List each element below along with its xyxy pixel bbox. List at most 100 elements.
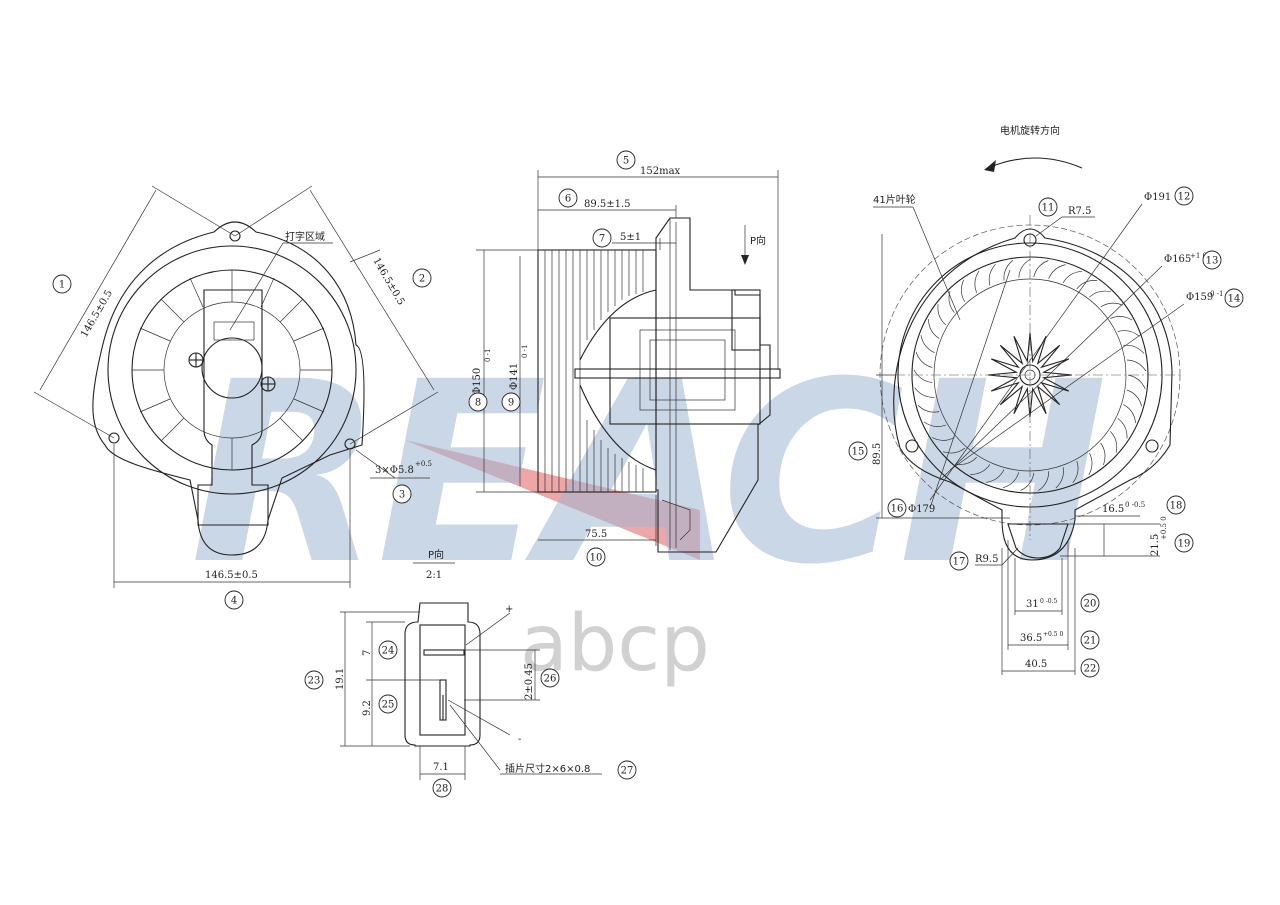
impeller-blade xyxy=(1002,472,1020,489)
balloon-25: 25 xyxy=(378,694,398,714)
rear-dim21: 21.5 xyxy=(1150,534,1161,556)
front-hole-left xyxy=(108,432,120,444)
rear-rotation-label: 电机旋转方向 xyxy=(1000,124,1060,137)
balloon-11: 11 xyxy=(1038,197,1058,217)
side-dim-150-text: Φ150 xyxy=(472,368,483,395)
watermark: REACH abcp xyxy=(190,328,1109,689)
impeller-blade xyxy=(1076,280,1098,290)
side-p-arrow-icon xyxy=(741,255,749,265)
front-hole-right xyxy=(344,438,356,450)
connector-w71: 7.1 xyxy=(433,762,449,773)
balloon-12: 12 xyxy=(1174,186,1194,206)
balloon-label: 16 xyxy=(891,504,904,515)
rear-hole-right xyxy=(1145,439,1159,453)
impeller-blade xyxy=(937,304,947,326)
rear-w365: 36.5 xyxy=(1020,633,1042,644)
front-hole-spec: 3×Φ5.8 xyxy=(375,465,414,476)
connector-body xyxy=(404,602,481,747)
connector-pin-plus xyxy=(423,649,465,656)
balloon-27: 27 xyxy=(617,760,637,780)
balloon-10: 10 xyxy=(586,547,606,567)
balloon-label: 15 xyxy=(852,447,865,458)
side-connector xyxy=(731,289,761,351)
front-screw-right xyxy=(260,376,276,392)
balloon-label: 7 xyxy=(599,234,605,245)
impeller-blade xyxy=(1048,264,1066,279)
connector-h92: 9.2 xyxy=(362,700,373,716)
connector-minus: - xyxy=(518,734,521,745)
rear-impeller-blades xyxy=(913,258,1147,491)
rear-w405: 40.5 xyxy=(1025,659,1047,670)
balloon-3: 3 xyxy=(392,484,412,504)
rear-blade-label: 41片叶轮 xyxy=(873,193,916,206)
front-outer-ring xyxy=(107,245,357,495)
balloon-label: 5 xyxy=(623,156,629,167)
impeller-blade xyxy=(1109,431,1118,453)
rear-connector-socket xyxy=(1007,523,1069,559)
front-dim-bottom: 146.5±0.5 xyxy=(205,570,258,581)
front-connector-slot xyxy=(197,289,269,526)
impeller-blade xyxy=(915,352,933,368)
balloon-1: 1 xyxy=(52,274,72,294)
connector-h2: 2±0.45 xyxy=(524,663,535,700)
rear-r95: R9.5 xyxy=(975,554,998,565)
balloon-15: 15 xyxy=(848,441,868,461)
balloon-label: 2 xyxy=(419,274,425,285)
balloon-label: 28 xyxy=(436,784,449,795)
side-impeller-cone xyxy=(579,289,657,471)
watermark-brand: REACH xyxy=(190,328,1103,619)
balloon-label: 27 xyxy=(621,766,634,777)
rear-housing-outline xyxy=(893,228,1173,561)
balloon-2: 2 xyxy=(412,268,432,288)
balloon-label: 22 xyxy=(1084,664,1097,675)
balloon-label: 4 xyxy=(231,596,237,607)
impeller-blade xyxy=(1117,418,1128,439)
side-p-direction: P向 xyxy=(750,234,766,247)
balloon-26: 26 xyxy=(540,668,560,688)
impeller-blade xyxy=(988,263,996,286)
balloon-28: 28 xyxy=(432,778,452,798)
rear-view: 电机旋转方向 41片叶轮 R7.5 Φ191 Φ165 +1 0 Φ159 0 … xyxy=(872,124,1224,675)
impeller-blade xyxy=(928,319,940,339)
side-impeller-blades xyxy=(544,250,644,492)
front-print-area-label: 打字区域 xyxy=(285,230,325,243)
balloon-24: 24 xyxy=(378,640,398,660)
front-dim-left-line xyxy=(39,189,157,391)
impeller-blade xyxy=(913,369,933,383)
balloon-label: 1 xyxy=(59,280,65,291)
impeller-blade xyxy=(986,469,1005,483)
connector-h7: 7 xyxy=(362,650,373,656)
impeller-blade xyxy=(974,270,980,293)
impeller-blade xyxy=(1089,290,1111,298)
rear-dim16-tol: 0 -0.5 xyxy=(1125,501,1145,509)
watermark-red-wedge xyxy=(405,440,700,560)
balloon-label: 20 xyxy=(1084,599,1097,610)
balloon-8: 8 xyxy=(468,392,488,412)
balloon-label: 13 xyxy=(1206,256,1219,267)
rear-rotation-arrow-icon xyxy=(987,157,1083,169)
side-shaft xyxy=(574,368,781,379)
balloon-label: 26 xyxy=(544,674,557,685)
side-dim-89-text: 89.5±1.5 xyxy=(584,199,631,210)
balloon-9: 9 xyxy=(501,392,521,412)
rear-d179: Φ179 xyxy=(908,504,935,515)
impeller-blade xyxy=(932,437,955,441)
impeller-blade xyxy=(1018,258,1031,278)
connector-view: P向 2:1 + - 19.1 7 9.2 2±0.45 7.1 插片尺寸2×6… xyxy=(335,548,602,780)
impeller-blade xyxy=(961,279,966,302)
side-dim-150-tol: 0 -1 xyxy=(484,349,492,363)
side-motor-body xyxy=(609,317,761,425)
balloon-18: 18 xyxy=(1166,495,1186,515)
front-screw-left xyxy=(188,352,204,368)
rear-d165-tol: +1 0 xyxy=(1190,252,1207,260)
front-hole-tol: +0.5 xyxy=(415,460,432,468)
impeller-blade xyxy=(914,387,935,398)
balloon-20: 20 xyxy=(1080,593,1100,613)
side-dim-141-text: Φ141 xyxy=(509,363,520,390)
rear-h895: 89.5 xyxy=(872,443,883,465)
front-hole-top xyxy=(229,230,241,242)
balloon-17: 17 xyxy=(949,551,969,571)
impeller-blade xyxy=(970,464,991,475)
balloon-23: 23 xyxy=(304,670,324,690)
balloon-label: 11 xyxy=(1042,203,1055,214)
